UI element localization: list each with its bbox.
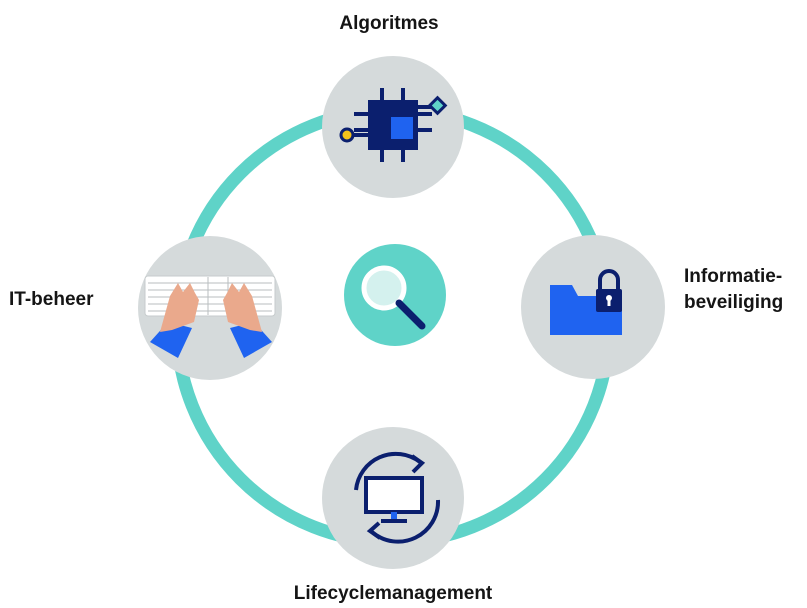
label-lifecyclemanagement: Lifecyclemanagement	[293, 583, 493, 604]
node-it-beheer	[138, 236, 282, 380]
label-informatiebeveiliging-line1: Informatie-	[684, 266, 783, 287]
node-algoritmes	[322, 56, 464, 198]
label-it-beheer: IT-beheer	[9, 289, 94, 310]
locked-folder-icon	[550, 269, 622, 335]
center-search	[344, 244, 446, 346]
magnifier-icon	[361, 265, 426, 330]
label-informatiebeveiliging-line2: beveiliging	[684, 292, 784, 313]
chip-icon	[339, 88, 448, 162]
keyboard-hands-icon	[144, 275, 276, 358]
label-informatiebeveiliging: Informatie- beveiliging	[684, 264, 783, 316]
label-algoritmes: Algoritmes	[339, 13, 439, 34]
monitor-refresh-icon	[354, 451, 441, 544]
node-informatiebeveiliging	[521, 235, 665, 379]
node-lifecyclemanagement	[322, 427, 464, 569]
